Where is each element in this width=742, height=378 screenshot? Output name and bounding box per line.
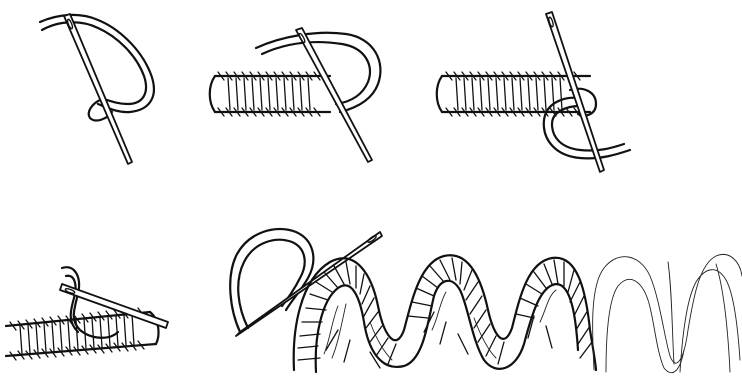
step-3-figure bbox=[437, 12, 630, 172]
step-5-unstitched-outline bbox=[593, 254, 742, 372]
step-1-figure bbox=[40, 14, 154, 164]
step-2-figure bbox=[210, 28, 381, 162]
step-2-needle bbox=[296, 28, 372, 162]
step-2-padded-bar bbox=[210, 72, 330, 116]
step-5-stitched-wave bbox=[294, 255, 596, 372]
step-2-bar-stitches bbox=[228, 78, 310, 110]
outline-wave-center bbox=[680, 270, 740, 372]
wave-outer-edge bbox=[294, 255, 596, 370]
step-2-thread-loop-inner bbox=[262, 42, 370, 104]
step-3-padded-bar bbox=[437, 72, 590, 116]
wave-stitch-hatching bbox=[298, 258, 592, 368]
step-5-figure bbox=[230, 229, 742, 373]
step-4-figure bbox=[6, 267, 168, 360]
step-1-thread-loop-inner bbox=[42, 22, 146, 104]
step-3-bar-stitches bbox=[456, 78, 562, 110]
step-1-needle bbox=[64, 14, 132, 164]
step-5-thread-loop-inner bbox=[238, 240, 304, 328]
outline-wave-split bbox=[668, 262, 674, 364]
wave-inner-edge bbox=[316, 281, 578, 372]
outline-wave-rightedge bbox=[716, 264, 730, 372]
